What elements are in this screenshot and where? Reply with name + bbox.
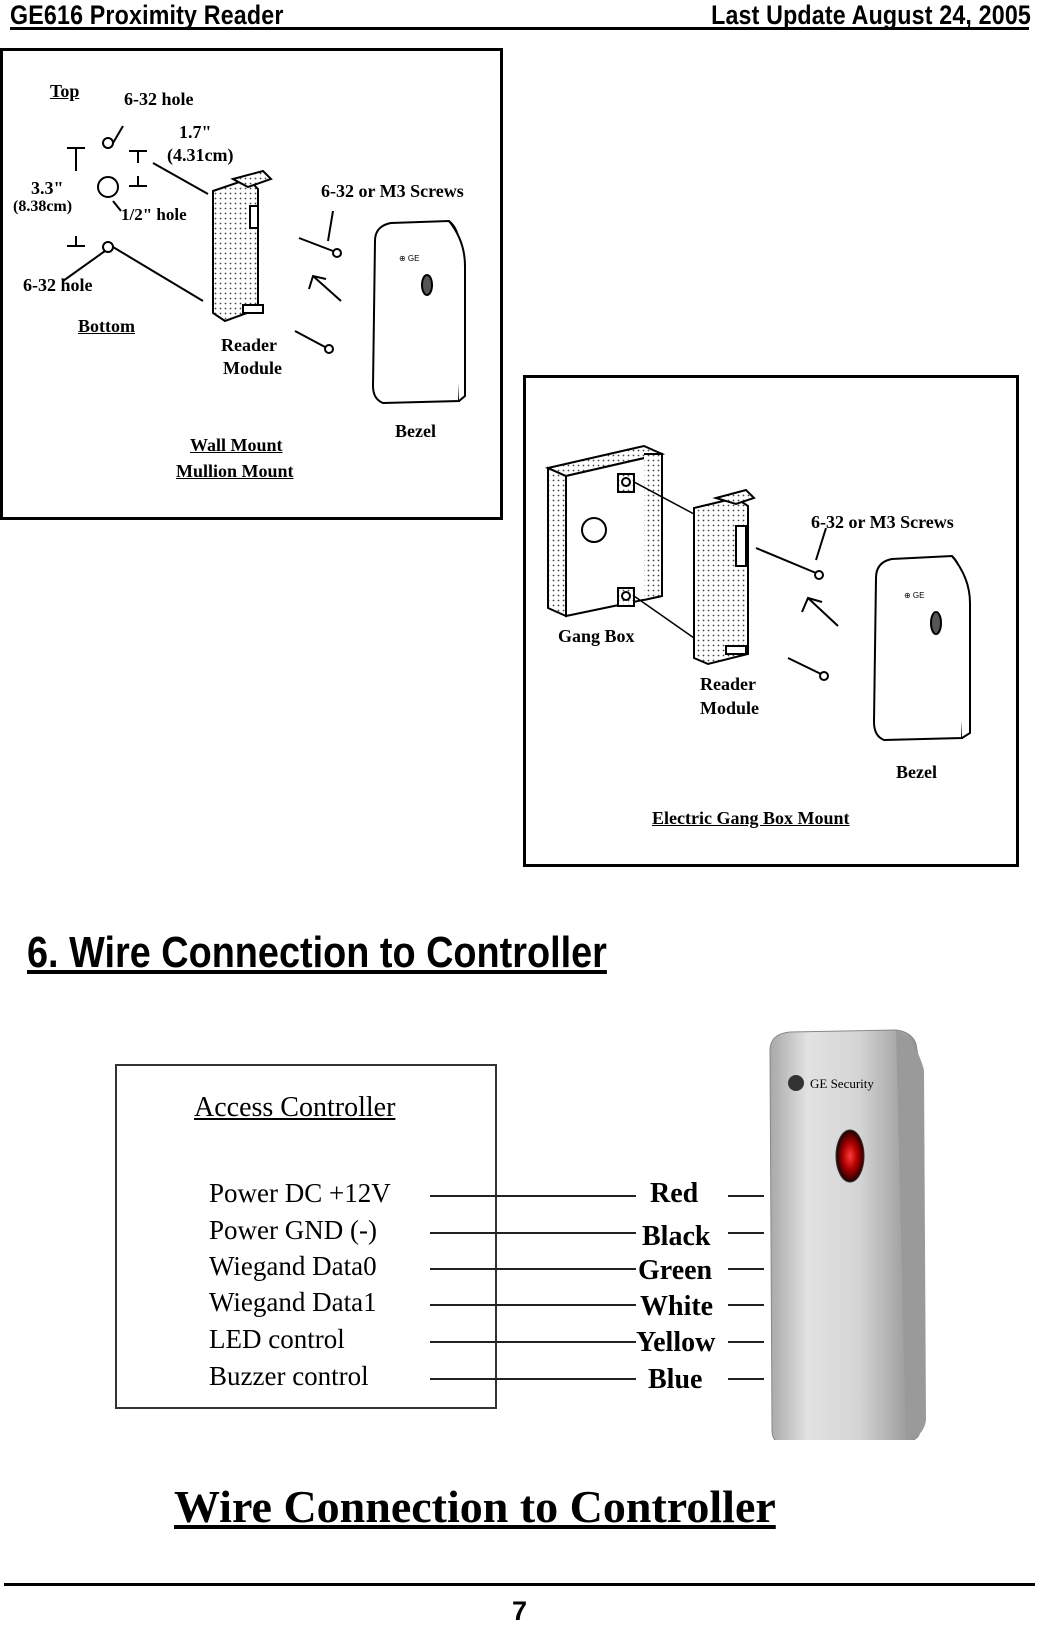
- caption-wall-mount: Wall Mount: [190, 435, 283, 455]
- led-indicator: [835, 1129, 865, 1183]
- svg-text:⊕ GE: ⊕ GE: [904, 591, 924, 600]
- reader-bezel-image: [769, 1029, 926, 1440]
- label-top: Top: [50, 81, 80, 101]
- gang-label-screws: 6-32 or M3 Screws: [811, 512, 954, 532]
- wire-color-label: Yellow: [636, 1327, 716, 1358]
- access-controller-box: [115, 1064, 497, 1409]
- label-reader: Reader: [221, 335, 277, 355]
- document-title: GE616 Proximity Reader: [10, 0, 284, 30]
- wall-mount-drawing: ⊕ GE: [62, 125, 466, 405]
- label-height-in: 3.3": [31, 178, 64, 198]
- label-hole-top: 6-32 hole: [124, 89, 194, 109]
- label-half-hole: 1/2" hole: [121, 205, 187, 224]
- signal-label: Power GND (-): [209, 1215, 377, 1245]
- label-bezel: Bezel: [395, 421, 436, 441]
- wiring-caption: Wire Connection to Controller: [174, 1481, 776, 1532]
- label-bottom: Bottom: [78, 316, 135, 336]
- wiring-diagram: [115, 1029, 926, 1440]
- reader-module-shape: [212, 169, 273, 323]
- gang-reader-module-shape: [693, 488, 756, 666]
- label-screws: 6-32 or M3 Screws: [321, 181, 464, 201]
- svg-text:⊕ GE: ⊕ GE: [399, 254, 419, 263]
- label-width-cm: (4.31cm): [167, 145, 234, 165]
- page-number: 7: [511, 1596, 528, 1626]
- label-hole-bottom: 6-32 hole: [23, 275, 93, 295]
- gang-box-shape: [544, 444, 666, 618]
- caption-gang-box-mount: Electric Gang Box Mount: [652, 808, 850, 828]
- label-width-in: 1.7": [179, 122, 212, 142]
- bezel-shape: ⊕ GE: [371, 219, 466, 405]
- signal-label: LED control: [209, 1324, 345, 1354]
- wire-color-label: Black: [642, 1221, 711, 1252]
- wall-mount-figure: ⊕ GE Top 6-32 hole 1.7" (4.31cm) 3.3" (8…: [0, 48, 503, 520]
- label-height-cm: (8.38cm): [13, 198, 73, 215]
- last-update: Last Update August 24, 2005: [711, 0, 1031, 30]
- gang-label-module: Module: [700, 698, 760, 718]
- gang-label-gang-box: Gang Box: [558, 626, 635, 646]
- signal-label: Power DC +12V: [209, 1178, 391, 1208]
- wire-lines: [430, 1195, 764, 1380]
- wire-color-label: Red: [650, 1178, 699, 1209]
- signal-label: Buzzer control: [209, 1361, 369, 1391]
- bezel-brand: GE Security: [810, 1076, 874, 1091]
- wire-color-label: White: [640, 1291, 714, 1322]
- wire-color-label: Blue: [648, 1364, 703, 1395]
- gang-label-reader: Reader: [700, 674, 756, 694]
- gang-bezel-shape: ⊕ GE: [872, 554, 971, 742]
- gang-label-bezel: Bezel: [896, 762, 937, 782]
- signal-label: Wiegand Data1: [209, 1287, 377, 1317]
- gang-box-drawing: ⊕ GE: [544, 444, 971, 742]
- access-controller-title: Access Controller: [194, 1092, 396, 1123]
- gang-box-mount-figure: ⊕ GE 6-32 or M3 Screws Gang Box Reader M…: [523, 375, 1019, 867]
- caption-mullion-mount: Mullion Mount: [176, 461, 294, 481]
- header-rule: [10, 27, 1029, 30]
- signal-label: Wiegand Data0: [209, 1251, 377, 1281]
- label-module: Module: [223, 358, 283, 378]
- footer-rule: [4, 1583, 1035, 1586]
- wire-color-label: Green: [638, 1255, 713, 1286]
- section-heading: 6. Wire Connection to Controller: [27, 928, 607, 977]
